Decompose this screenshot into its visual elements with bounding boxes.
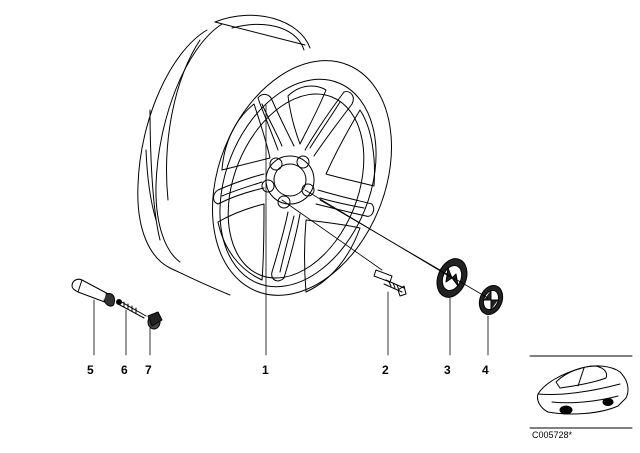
vehicle-thumbnail (529, 355, 633, 429)
callout-5: 5 (87, 363, 94, 377)
valve-core[interactable] (116, 299, 147, 319)
wheel-rim[interactable] (137, 14, 425, 322)
wheel-hub (261, 155, 315, 209)
wheel-spokes (213, 85, 375, 293)
diagram-id: C005728* (532, 430, 573, 440)
callout-3: 3 (444, 363, 451, 377)
wheel-bolt[interactable] (373, 269, 407, 297)
callout-1: 1 (262, 363, 269, 377)
callout-2: 2 (382, 363, 389, 377)
leader-lines (93, 104, 489, 356)
callout-4: 4 (482, 363, 489, 377)
valve-cap[interactable] (147, 311, 163, 330)
hub-cap-emblem[interactable] (475, 282, 507, 318)
callout-7: 7 (145, 363, 152, 377)
tire-valve[interactable] (71, 278, 115, 307)
callout-6: 6 (121, 363, 128, 377)
